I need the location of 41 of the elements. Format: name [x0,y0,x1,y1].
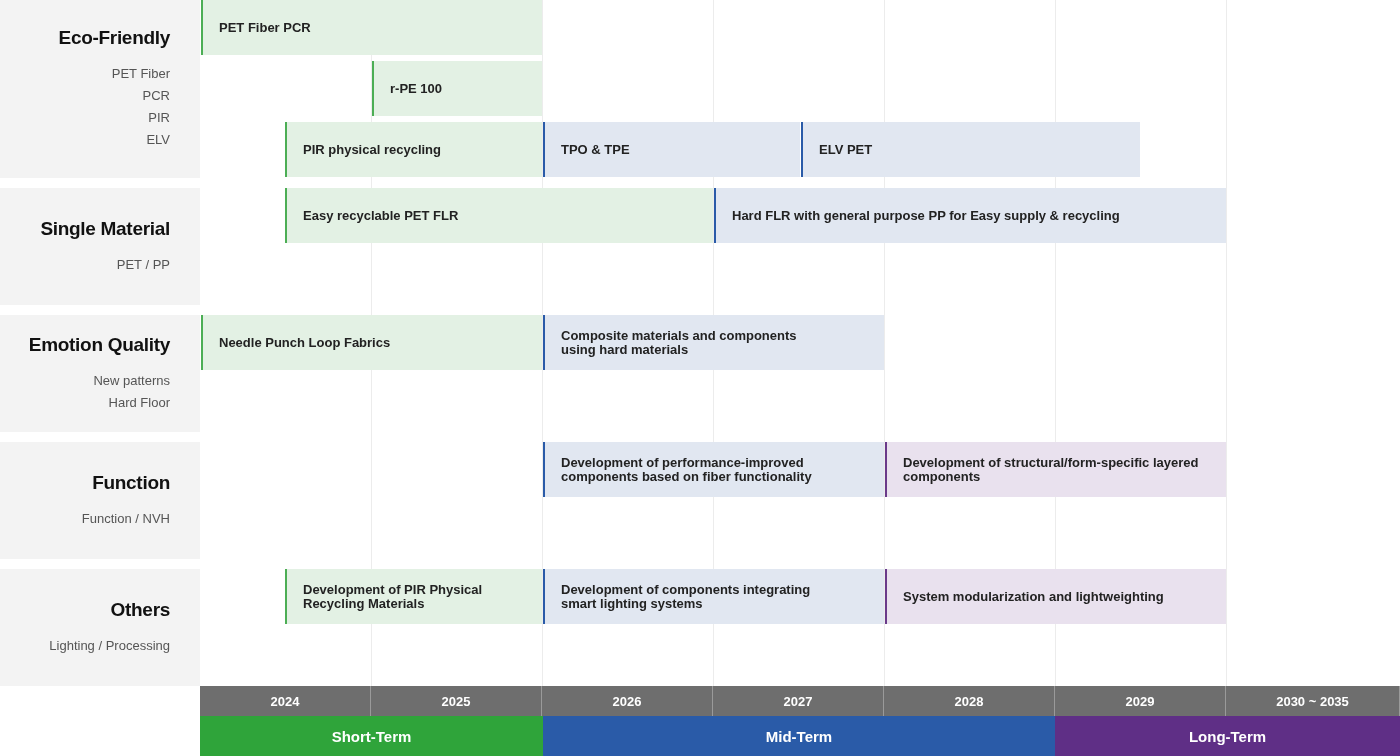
roadmap-bar: Needle Punch Loop Fabrics [201,315,542,370]
year-header: 2028 [884,686,1055,716]
year-header: 2029 [1055,686,1226,716]
roadmap-bar: PIR physical recycling [285,122,542,177]
roadmap-bar: Easy recyclable PET FLR [285,188,713,243]
category-item: PET / PP [115,255,170,274]
roadmap-bar: PET Fiber PCR [201,0,542,55]
category-item: New patterns [92,371,170,390]
category-panel [0,315,200,432]
roadmap-bar: Development of PIR Physical Recycling Materials [285,569,542,624]
category-panel [0,0,200,178]
year-header: 2024 [200,686,371,716]
year-header: 2026 [542,686,713,716]
category-title: Single Material [39,217,170,240]
category-title: Others [109,598,170,621]
term-bar: Short-Term [200,716,543,756]
category-item: Function / NVH [80,509,170,528]
term-bar: Long-Term [1055,716,1400,756]
category-item: PET Fiber [110,65,170,83]
category-title: Function [91,471,170,494]
year-header: 2025 [371,686,542,716]
roadmap-bar: ELV PET [801,122,1140,177]
year-header: 2030 ~ 2035 [1226,686,1400,716]
category-item: ELV [145,131,170,149]
category-item: PIR [147,109,170,127]
roadmap-bar: r-PE 100 [372,61,542,116]
roadmap-bar: Development of components integrating smart lighting systems [543,569,884,624]
category-title: Eco-Friendly [57,27,170,49]
roadmap-bar: Development of performance-improved components based on fiber functionality [543,442,884,497]
category-item: Lighting / Processing [48,636,170,655]
roadmap-bar: Hard FLR with general purpose PP for Easy supply & recycling [714,188,1226,243]
term-bar: Mid-Term [543,716,1055,756]
year-header: 2027 [713,686,884,716]
category-item: PCR [141,87,170,105]
roadmap-bar: TPO & TPE [543,122,800,177]
category-item: Hard Floor [107,393,170,412]
roadmap-bar: Development of structural/form-specific layered components [885,442,1226,497]
category-title: Emotion Quality [27,333,170,356]
category-panel [0,569,200,686]
roadmap-bar: Composite materials and components using hard materials [543,315,884,370]
roadmap-bar: System modularization and lightweighting [885,569,1226,624]
